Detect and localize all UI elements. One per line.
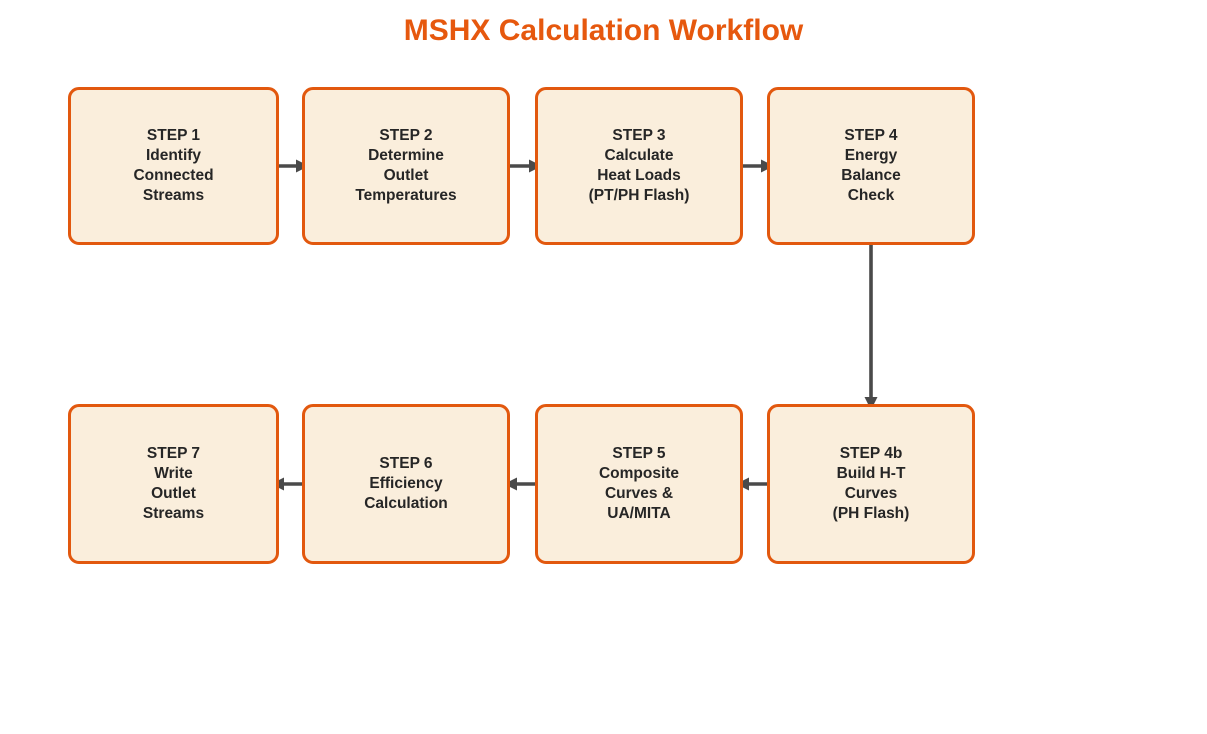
step-7-label: STEP 7 Write Outlet Streams: [142, 445, 205, 522]
step-box-6: STEP 6 Efficiency Calculation: [302, 404, 510, 564]
step-3-label: STEP 3 Calculate Heat Loads (PT/PH Flash…: [588, 127, 690, 204]
step-box-1: STEP 1 Identify Connected Streams: [68, 87, 279, 245]
step-box-4: STEP 4 Energy Balance Check: [767, 87, 975, 245]
diagram-title: MSHX Calculation Workflow: [403, 14, 804, 47]
step-box-3: STEP 3 Calculate Heat Loads (PT/PH Flash…: [535, 87, 743, 245]
step-box-4b: STEP 4b Build H-T Curves (PH Flash): [767, 404, 975, 564]
step-1-label: STEP 1 Identify Connected Streams: [133, 127, 214, 204]
step-6-label: STEP 6 Efficiency Calculation: [364, 455, 448, 512]
step-box-5: STEP 5 Composite Curves & UA/MITA: [535, 404, 743, 564]
step-2-label: STEP 2 Determine Outlet Temperatures: [355, 127, 457, 204]
arrow-step4-to-step4b-icon: [864, 243, 878, 410]
step-5-label: STEP 5 Composite Curves & UA/MITA: [598, 445, 680, 522]
step-box-2: STEP 2 Determine Outlet Temperatures: [302, 87, 510, 245]
step-box-7: STEP 7 Write Outlet Streams: [68, 404, 279, 564]
step-4-label: STEP 4 Energy Balance Check: [841, 127, 901, 204]
step-4b-label: STEP 4b Build H-T Curves (PH Flash): [832, 445, 910, 522]
